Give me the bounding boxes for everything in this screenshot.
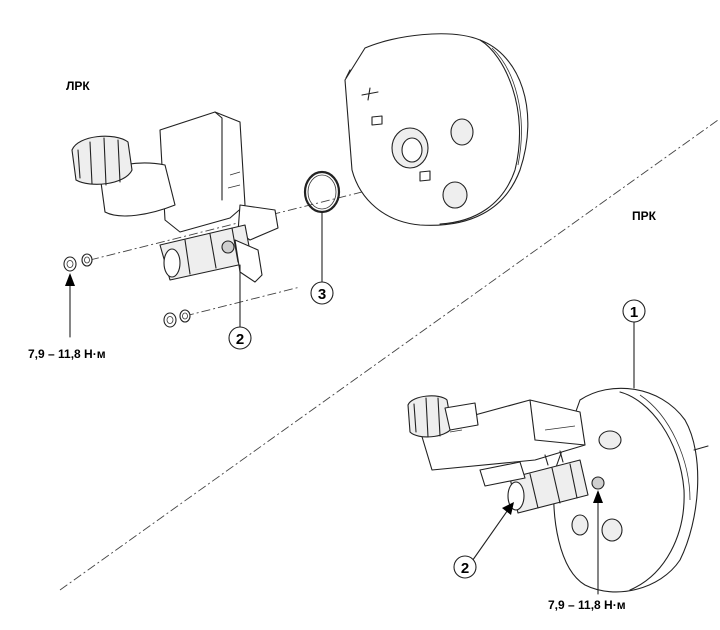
lhd-axis-lower	[184, 286, 301, 317]
callout-booster: 1	[622, 299, 646, 323]
svg-text:3: 3	[318, 286, 326, 303]
o-ring	[303, 170, 341, 214]
rhd-mc-leader	[469, 506, 511, 565]
lhd-nut-washer-upper	[63, 253, 93, 272]
lhd-master-cylinder	[71, 111, 279, 283]
lhd-brake-booster	[344, 33, 529, 226]
rhd-torque-arrowhead	[593, 490, 603, 503]
lhd-torque-value: 7,9 – 11,8 Н·м	[28, 347, 106, 361]
svg-text:2: 2	[461, 560, 469, 577]
callout-o-ring: 3	[310, 281, 334, 305]
lhd-nut-washer-lower	[163, 309, 191, 328]
svg-text:2: 2	[236, 331, 244, 348]
rhd-master-cylinder	[407, 395, 605, 514]
lhd-label: ЛРК	[66, 79, 90, 93]
callout-master-cylinder-left: 2	[228, 326, 252, 350]
rhd-mc-leader-arrowhead	[502, 502, 514, 515]
rhd-label: ПРК	[632, 209, 657, 223]
lhd-torque-arrowhead	[65, 273, 75, 286]
view-separator-line	[59, 119, 719, 591]
rhd-brake-booster	[553, 387, 709, 593]
rhd-torque-value: 7,9 – 11,8 Н·м	[548, 598, 626, 612]
callout-master-cylinder-right: 2	[453, 555, 477, 579]
svg-text:1: 1	[630, 304, 638, 321]
